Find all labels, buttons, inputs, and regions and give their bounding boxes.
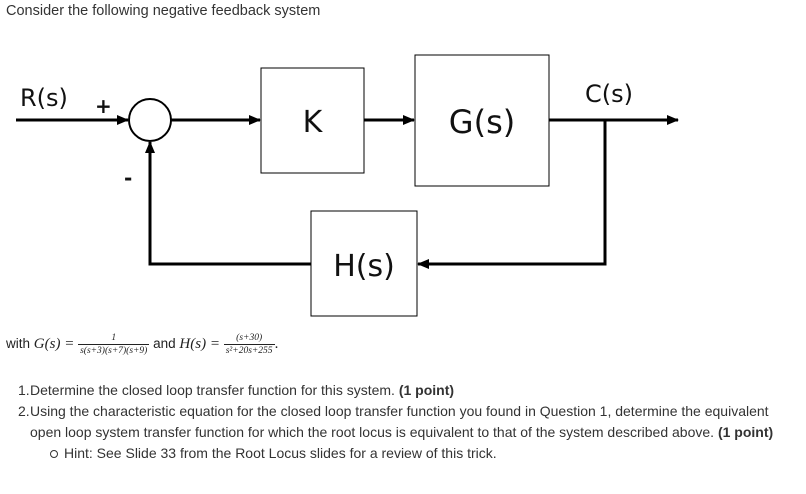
question-item: 2. Using the characteristic equation for… (18, 401, 798, 464)
h-definition-lhs: H(s) = (179, 336, 220, 353)
k-block-label: K (303, 105, 324, 140)
g-block-label: G(s) (449, 103, 515, 141)
h-numerator: (s+30) (223, 333, 275, 345)
h-denominator: s²+20s+255 (225, 346, 273, 356)
question-list: 1. Determine the closed loop transfer fu… (18, 380, 798, 464)
question-points: (1 point) (398, 382, 455, 398)
transfer-functions-line: with G(s) = 1 s(s+3)(s+7)(s+9) and H(s) … (6, 333, 278, 356)
summing-junction (128, 98, 172, 142)
output-label: C(s) (585, 80, 633, 108)
h-fraction: (s+30) s²+20s+255 (223, 333, 275, 356)
hint-list: Hint: See Slide 33 from the Root Locus s… (30, 443, 798, 464)
hollow-bullet-icon (50, 450, 58, 458)
question-text: Determine the closed loop transfer funct… (30, 382, 395, 398)
question-points: (1 point) (717, 424, 774, 440)
hint-item: Hint: See Slide 33 from the Root Locus s… (50, 443, 798, 464)
intro-text: Consider the following negative feedback… (6, 3, 321, 19)
period: . (274, 336, 279, 353)
g-definition-lhs: G(s) = (33, 336, 75, 353)
question-text: Using the characteristic equation for th… (30, 403, 769, 440)
with-text: with (6, 336, 31, 352)
block-diagram: R(s) + K G(s) C(s) H(s) - (16, 54, 679, 317)
h-block (310, 210, 418, 317)
k-block (260, 67, 365, 174)
question-item: 1. Determine the closed loop transfer fu… (18, 380, 798, 401)
g-fraction: 1 s(s+3)(s+7)(s+9) (78, 333, 150, 356)
g-numerator: 1 (78, 333, 150, 345)
and-text: and (153, 336, 176, 352)
hint-text: Hint: See Slide 33 from the Root Locus s… (64, 445, 497, 461)
h-block-label: H(s) (333, 249, 395, 284)
minus-sign: - (124, 166, 132, 190)
plus-sign: + (95, 94, 112, 118)
question-number: 2. (18, 403, 30, 419)
question-number: 1. (18, 382, 30, 398)
g-denominator: s(s+3)(s+7)(s+9) (80, 346, 148, 356)
input-label: R(s) (20, 84, 68, 112)
